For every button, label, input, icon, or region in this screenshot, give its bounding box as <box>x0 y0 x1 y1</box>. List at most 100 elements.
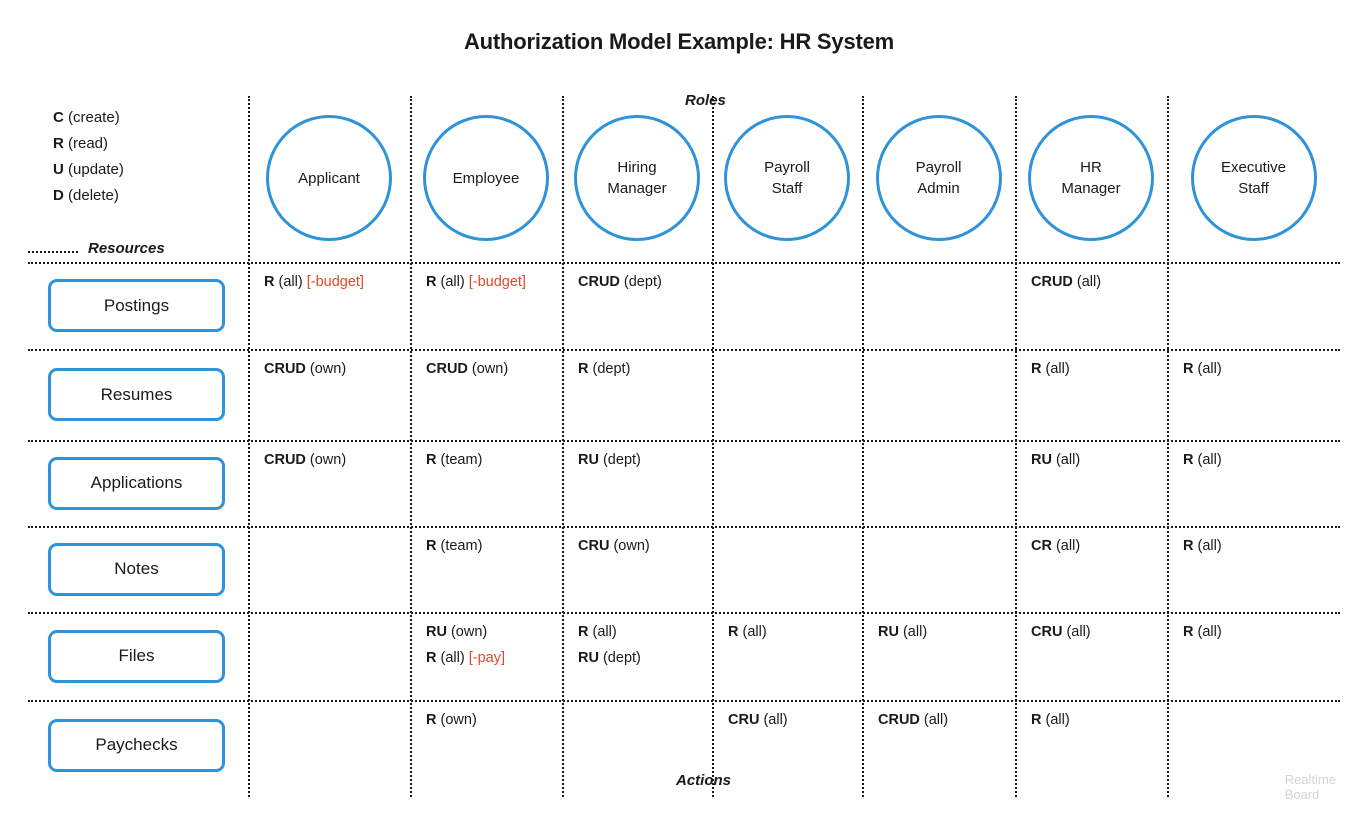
resource-box-notes[interactable]: Notes <box>48 542 225 596</box>
permission-cell[interactable]: RU (own)R (all) [-pay] <box>426 619 505 671</box>
permission-ops: CRUD <box>878 712 920 728</box>
permission-cell[interactable]: R (team) <box>426 533 482 559</box>
legend-key: C <box>53 109 64 126</box>
permission-ops: CRUD <box>578 274 620 290</box>
permission-scope: (all) <box>1041 712 1070 728</box>
legend-item-c: C (create) <box>53 105 124 131</box>
permission-cell[interactable]: R (all) <box>1031 707 1070 733</box>
permission-ops: R <box>426 650 437 666</box>
permission-scope: (all) <box>1051 538 1081 554</box>
permission-cell[interactable]: R (all)RU (dept) <box>578 619 641 671</box>
permission-cell[interactable]: R (all) <box>1031 356 1070 382</box>
legend-label: (update) <box>63 161 124 178</box>
role-circle-applicant[interactable]: Applicant <box>266 115 392 241</box>
permission-cell[interactable]: R (all) [-budget] <box>264 269 364 295</box>
legend-item-u: U (update) <box>53 157 124 183</box>
permission-scope: (dept) <box>598 650 641 666</box>
permission-ops: R <box>426 538 437 554</box>
permission-ops: R <box>426 452 437 468</box>
permission-scope: (all) <box>274 274 303 290</box>
permission-line: RU (own) <box>426 619 505 645</box>
permission-cell[interactable]: RU (all) <box>878 619 927 645</box>
row-divider-4 <box>28 612 1340 614</box>
permission-line: R (all) <box>1183 447 1222 473</box>
permission-cell[interactable]: CR (all) <box>1031 533 1080 559</box>
permission-cell[interactable]: CRUD (own) <box>264 356 346 382</box>
permission-scope: (all) <box>1193 624 1222 640</box>
permission-line: R (team) <box>426 533 482 559</box>
resource-box-paychecks[interactable]: Paychecks <box>48 718 225 772</box>
permission-cell[interactable]: RU (dept) <box>578 447 641 473</box>
role-label: Applicant <box>298 169 360 187</box>
resources-axis-caption: Resources <box>88 240 165 257</box>
resource-box-applications[interactable]: Applications <box>48 456 225 510</box>
permission-cell[interactable]: CRUD (dept) <box>578 269 662 295</box>
permission-scope: (own) <box>436 712 477 728</box>
permission-scope: (own) <box>446 624 488 640</box>
permission-line: CRUD (own) <box>264 447 346 473</box>
permission-scope: (all) <box>588 624 617 640</box>
permission-scope: (all) <box>436 650 465 666</box>
permission-scope: (all) <box>1041 361 1070 377</box>
permission-scope: (all) <box>1062 624 1091 640</box>
permission-line: R (all) <box>728 619 767 645</box>
permission-scope: (dept) <box>588 361 631 377</box>
permission-cell[interactable]: R (all) <box>1183 619 1222 645</box>
permission-line: CRU (own) <box>578 533 650 559</box>
permission-cell[interactable]: RU (all) <box>1031 447 1080 473</box>
permission-cell[interactable]: R (all) <box>728 619 767 645</box>
resource-box-resumes[interactable]: Resumes <box>48 368 225 421</box>
permission-ops: RU <box>1031 452 1052 468</box>
permission-cell[interactable]: R (all) <box>1183 447 1222 473</box>
permission-cell[interactable]: R (team) <box>426 447 482 473</box>
permission-cell[interactable]: CRUD (all) <box>1031 269 1101 295</box>
permission-cell[interactable]: CRUD (all) <box>878 707 948 733</box>
permission-cell[interactable]: CRU (all) <box>1031 619 1091 645</box>
legend-key: R <box>53 135 64 152</box>
resource-label: Postings <box>103 295 170 315</box>
permission-cell[interactable]: CRUD (own) <box>264 447 346 473</box>
resource-box-postings[interactable]: Postings <box>48 279 225 332</box>
permission-ops: RU <box>426 624 447 640</box>
resource-box-files[interactable]: Files <box>48 629 225 683</box>
permission-cell[interactable]: R (dept) <box>578 356 630 382</box>
permission-scope: (dept) <box>619 274 662 290</box>
permission-cell[interactable]: R (all) [-budget] <box>426 269 526 295</box>
permission-scope: (own) <box>609 538 650 554</box>
resource-label: Files <box>118 646 155 665</box>
permission-scope: (own) <box>305 452 347 468</box>
permission-ops: CRUD <box>264 361 306 377</box>
permission-ops: R <box>264 274 275 290</box>
permission-scope: (team) <box>436 452 483 468</box>
permission-scope: (own) <box>305 361 347 377</box>
legend-item-r: R (read) <box>53 131 124 157</box>
column-divider-1 <box>410 96 412 797</box>
row-divider-0 <box>28 262 1340 264</box>
legend-item-d: D (delete) <box>53 183 124 209</box>
permission-cell[interactable]: CRU (all) <box>728 707 788 733</box>
permission-scope: (own) <box>467 361 509 377</box>
row-divider-5 <box>28 700 1340 702</box>
row-divider-2 <box>28 440 1340 442</box>
permission-ops: R <box>1183 624 1194 640</box>
permission-ops: CRUD <box>264 452 306 468</box>
permission-ops: R <box>1031 712 1042 728</box>
role-circle-employee[interactable]: Employee <box>423 115 549 241</box>
watermark-line-2: Board <box>1284 787 1320 802</box>
column-divider-2 <box>562 96 564 797</box>
permission-line: RU (all) <box>878 619 927 645</box>
permission-cell[interactable]: R (own) <box>426 707 477 733</box>
column-divider-4 <box>862 96 864 797</box>
permission-cell[interactable]: CRU (own) <box>578 533 650 559</box>
permission-cell[interactable]: R (all) <box>1183 356 1222 382</box>
permission-cell[interactable]: CRUD (own) <box>426 356 508 382</box>
permission-line: CRUD (own) <box>264 356 346 382</box>
permission-cell[interactable]: R (all) <box>1183 533 1222 559</box>
resource-label: Paychecks <box>95 735 178 754</box>
